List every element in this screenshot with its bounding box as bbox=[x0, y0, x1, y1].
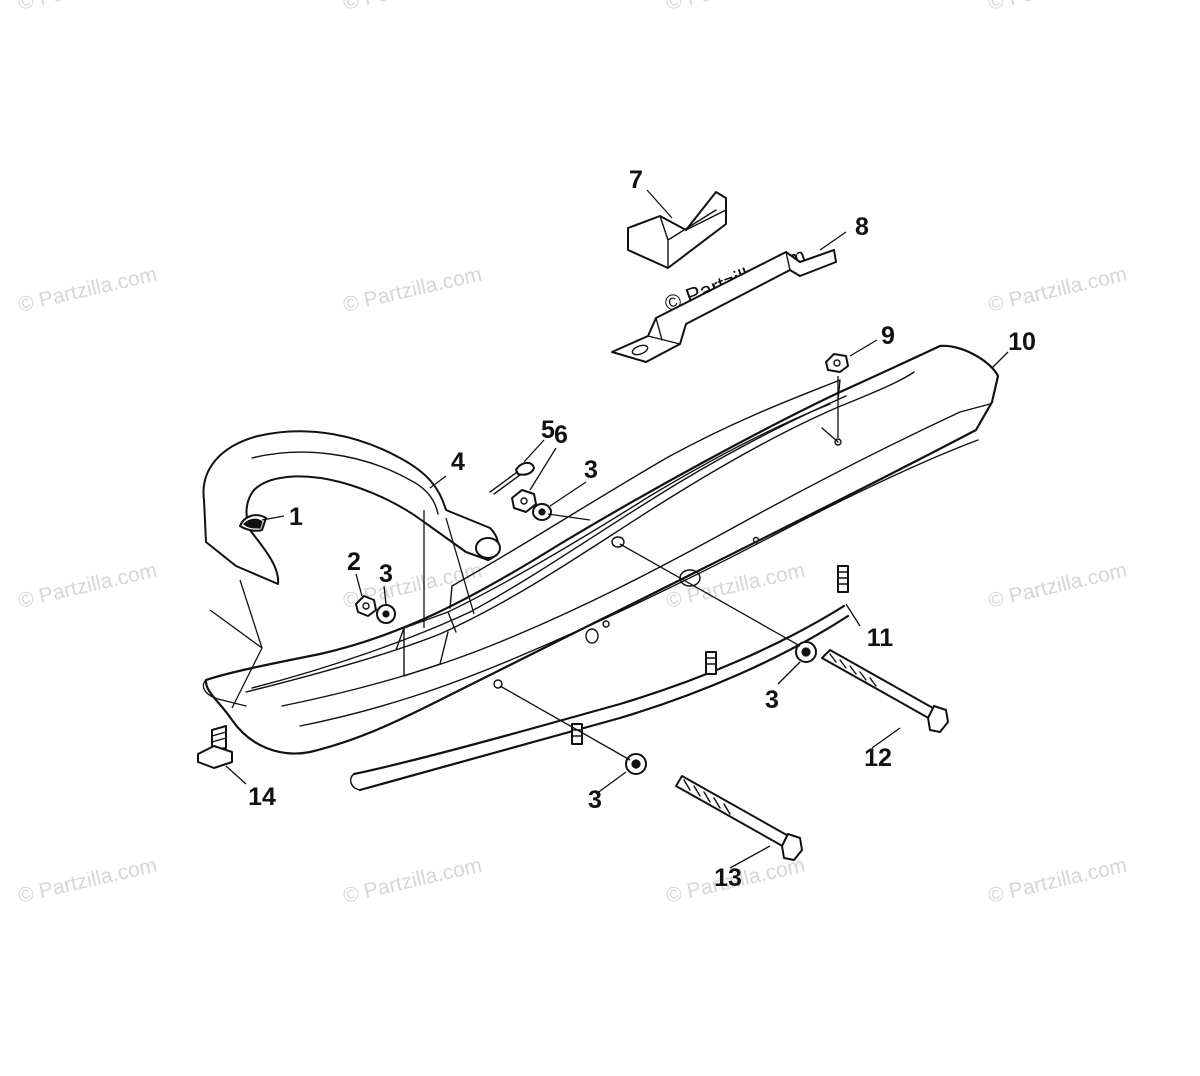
part-11-wear-bar bbox=[349, 565, 850, 792]
wear-bar-stud bbox=[571, 723, 583, 745]
watermark: © Partzilla.com bbox=[341, 263, 484, 317]
part-7-saddle bbox=[627, 191, 727, 269]
callout-10: 10 bbox=[1008, 328, 1036, 356]
callout-6: 6 bbox=[554, 421, 568, 449]
watermark-layer: © Partzilla.com © Partzilla.com © Partzi… bbox=[16, 0, 1129, 908]
watermark: © Partzilla.com bbox=[16, 0, 159, 15]
part-10-ski bbox=[202, 344, 1000, 755]
watermark: © Partzilla.com bbox=[986, 263, 1129, 317]
callout-labels: 1 2 3 4 5 6 3 7 8 9 10 11 3 12 3 13 14 bbox=[248, 166, 1036, 892]
watermark: © Partzilla.com bbox=[664, 0, 807, 15]
watermark: © Partzilla.com bbox=[16, 559, 159, 613]
watermark: © Partzilla.com bbox=[341, 854, 484, 908]
watermark: © Partzilla.com bbox=[16, 263, 159, 317]
leader-lines bbox=[209, 189, 1009, 869]
callout-7: 7 bbox=[629, 166, 643, 194]
callout-3: 3 bbox=[765, 686, 779, 714]
callout-3: 3 bbox=[379, 560, 393, 588]
part-12-bolt bbox=[821, 649, 949, 733]
watermark: © Partzilla.com bbox=[986, 559, 1129, 613]
callout-8: 8 bbox=[855, 213, 869, 241]
callout-1: 1 bbox=[289, 503, 303, 531]
part-4-handle bbox=[202, 430, 501, 585]
part-13-bolt bbox=[675, 775, 803, 861]
wear-bar-stud bbox=[705, 651, 717, 675]
callout-2: 2 bbox=[347, 548, 361, 576]
part-2-nut bbox=[355, 595, 377, 617]
part-3-washer bbox=[795, 641, 817, 663]
part-6-nut bbox=[511, 489, 537, 513]
watermark: © Partzilla.com bbox=[986, 0, 1129, 15]
part-3-washer bbox=[625, 753, 647, 775]
callout-14: 14 bbox=[248, 783, 276, 811]
part-9-nut bbox=[825, 353, 849, 373]
callout-4: 4 bbox=[451, 448, 465, 476]
part-8-bracket bbox=[611, 249, 837, 363]
callout-13: 13 bbox=[714, 864, 742, 892]
part-3-washer bbox=[532, 503, 552, 521]
watermark: © Partzilla.com bbox=[986, 854, 1129, 908]
part-14-bolt bbox=[197, 725, 233, 769]
watermark: © Partzilla.com bbox=[16, 854, 159, 908]
callout-3: 3 bbox=[584, 456, 598, 484]
callout-9: 9 bbox=[881, 322, 895, 350]
callout-11: 11 bbox=[867, 624, 894, 652]
callout-5: 5 bbox=[541, 416, 555, 444]
callout-3: 3 bbox=[588, 786, 602, 814]
callout-12: 12 bbox=[864, 744, 892, 772]
part-3-washer bbox=[376, 604, 396, 624]
watermark: © Partzilla.com bbox=[341, 0, 484, 15]
part-5-cotter-pin bbox=[489, 462, 535, 495]
wear-bar-stud bbox=[837, 565, 849, 593]
